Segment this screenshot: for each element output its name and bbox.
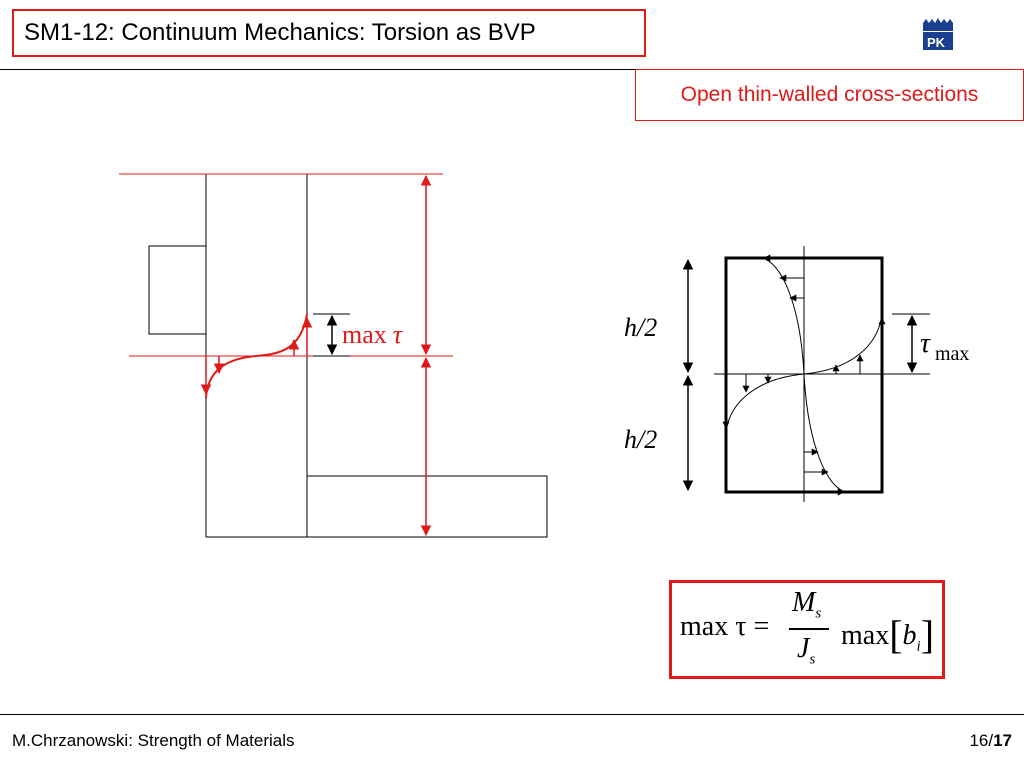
numerator-var: M (792, 587, 816, 618)
slide-title-text: SM1-12: Continuum Mechanics: Torsion as … (24, 19, 536, 46)
svg-text:PK: PK (927, 35, 946, 50)
rhs-var: bi (902, 620, 921, 655)
max-tau-formula: max τ = Ms Js max[bi] (669, 580, 945, 679)
denominator-sub: s (809, 651, 816, 668)
rhs-var-letter: b (902, 620, 917, 651)
left-stress-distribution (200, 313, 313, 399)
section-subtitle-text: Open thin-walled cross-sections (680, 83, 979, 106)
formula-lhs: max τ = (680, 611, 770, 642)
rhs-func: max (841, 620, 890, 651)
bracket-open: [ (889, 612, 903, 657)
tau-max-subscript: max (935, 343, 969, 365)
header-divider (0, 69, 1024, 70)
right-height-dimensions (682, 258, 930, 492)
pk-university-logo-icon: PK (921, 17, 955, 51)
formula-rhs: max[bi] (841, 611, 934, 658)
max-tau-dimension (313, 313, 350, 357)
formula-denominator: Js (797, 633, 815, 669)
rhs-var-sub: i (916, 638, 921, 655)
left-dimension-lines (119, 173, 453, 537)
right-stress-curves (725, 257, 883, 493)
tau-symbol: τ (393, 320, 404, 349)
page-current: 16/ (969, 731, 994, 750)
bracket-close: ] (920, 612, 935, 657)
right-stress-arrows (722, 254, 886, 496)
page-number: 16/17 (969, 731, 1012, 751)
h-half-lower-label: h/2 (624, 425, 657, 454)
fraction-bar (789, 628, 829, 630)
footer-divider (0, 714, 1024, 715)
page-total: 17 (993, 731, 1012, 750)
footer-author: M.Chrzanowski: Strength of Materials (12, 731, 295, 750)
formula-numerator: Ms (792, 587, 821, 623)
max-label: max (342, 320, 387, 349)
slide-title: SM1-12: Continuum Mechanics: Torsion as … (12, 9, 646, 57)
numerator-sub: s (815, 605, 822, 622)
h-half-upper-label: h/2 (624, 313, 657, 342)
denominator-var: J (797, 633, 810, 664)
tau-max-symbol: τ (920, 328, 931, 359)
